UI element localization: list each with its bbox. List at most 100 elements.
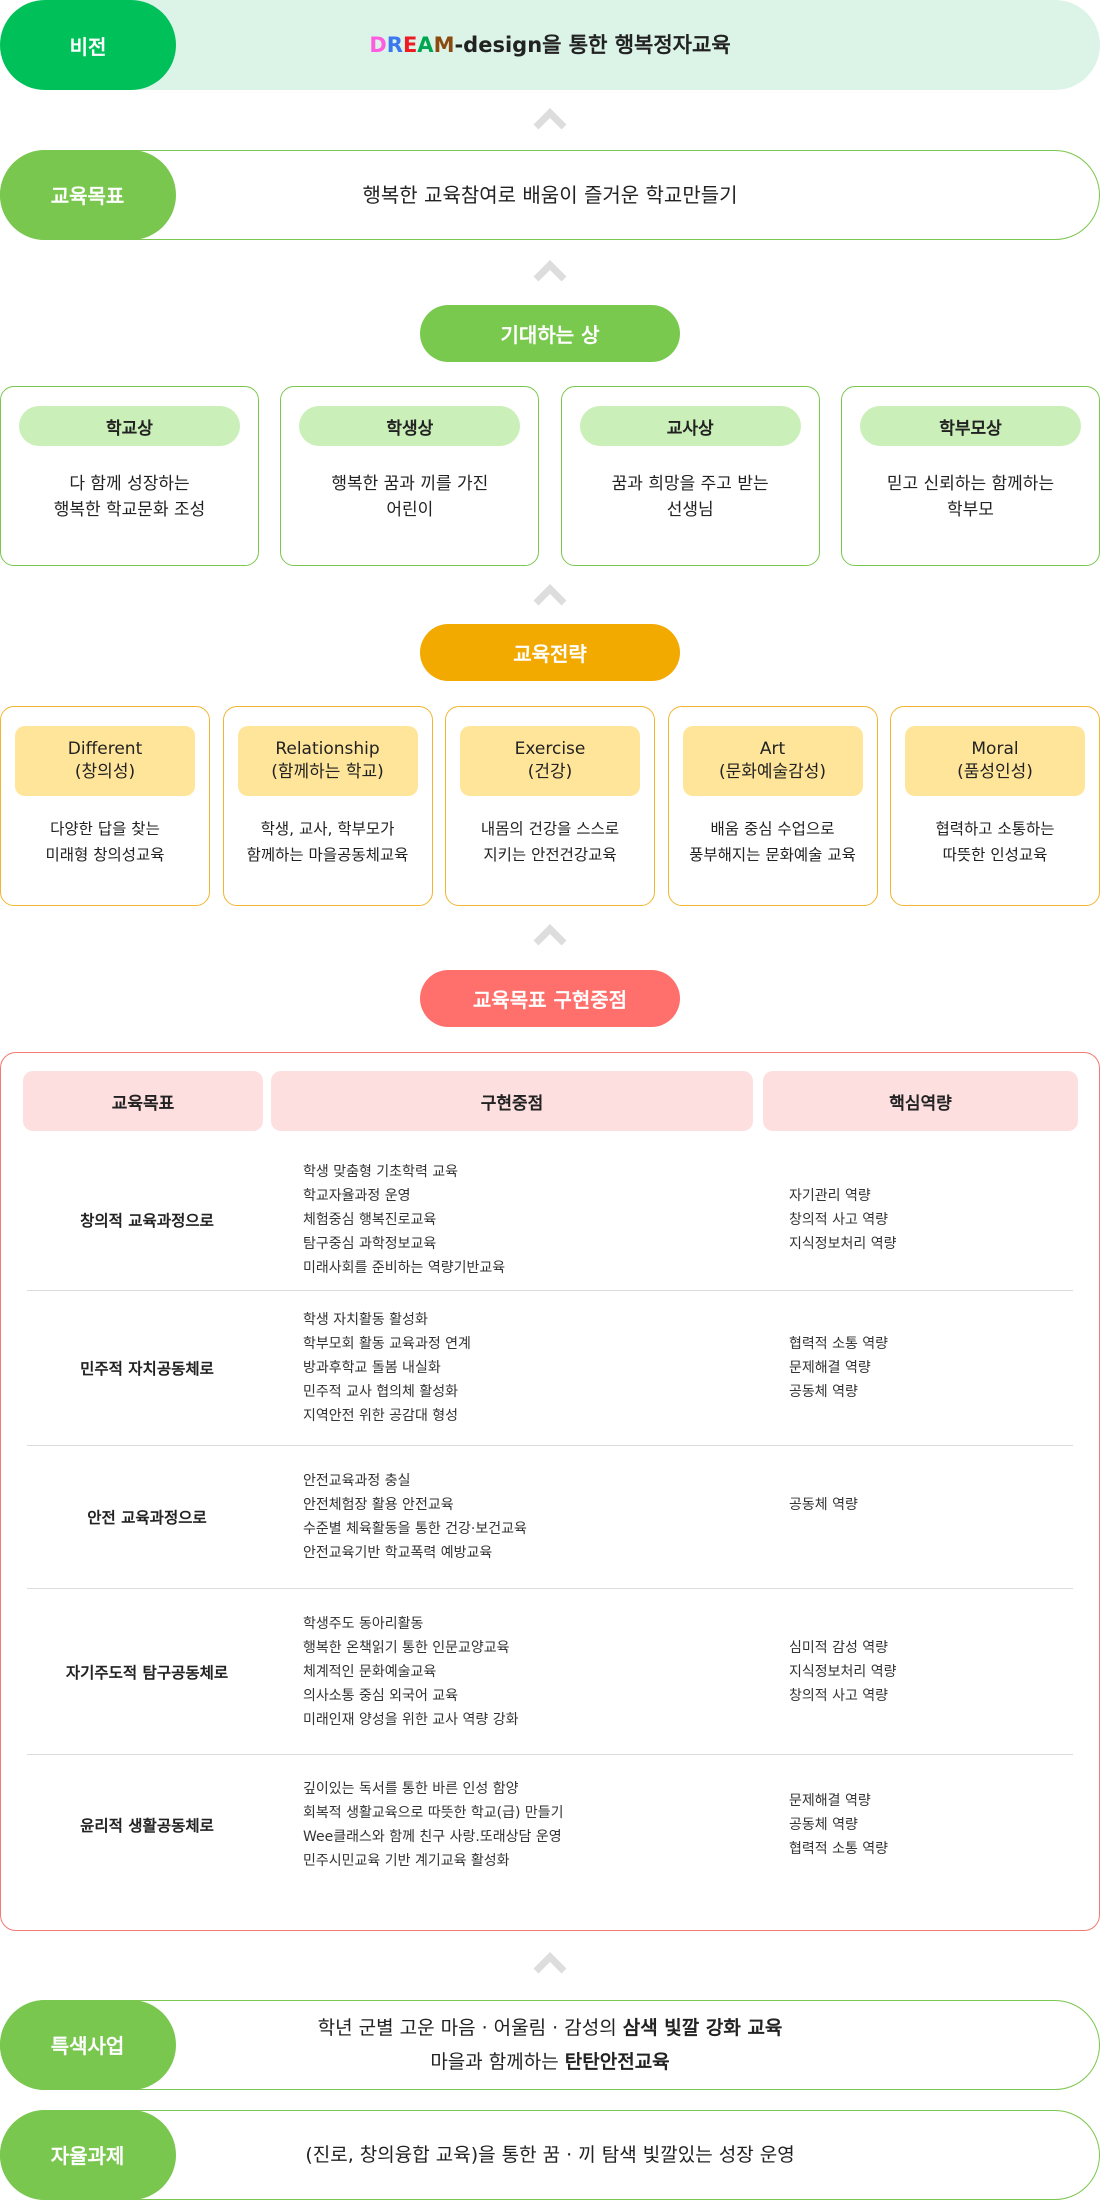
desc-line: 학부모: [947, 500, 994, 520]
strategy-desc: 학생, 교사, 학부모가 함께하는 마을공동체교육: [224, 816, 432, 868]
strategy-desc: 내몸의 건강을 스스로 지키는 안전건강교육: [446, 816, 654, 868]
desc-line: 선생님: [666, 500, 714, 520]
table-row: 자기주도적 탐구공동체로 학생주도 동아리활동 행복한 온책읽기 통한 인문교양…: [27, 1589, 1073, 1755]
focus-item: 행복한 온책읽기 통한 인문교양교육: [303, 1639, 510, 1656]
expected-card-desc: 꿈과 희망을 주고 받는 선생님: [562, 471, 819, 523]
focus-item: 학교자율과정 운영: [303, 1187, 411, 1204]
desc-line: 꿈과 희망을 주고 받는: [611, 474, 769, 494]
competency-item: 문제해결 역량: [789, 1360, 871, 1376]
vision-label: 비전: [0, 0, 176, 90]
strategy-cards: Different (창의성) 다양한 답을 찾는 미래형 창의성교육 Rela…: [0, 706, 1100, 906]
desc-line: 다 함께 성장하는: [69, 474, 190, 494]
focus-item: 학생 자치활동 활성화: [303, 1312, 428, 1328]
strategy-desc: 협력하고 소통하는 따뜻한 인성교육: [891, 816, 1099, 868]
row-competencies: 심미적 감성 역량 지식정보처리 역량 창의적 사고 역량: [789, 1589, 897, 1754]
row-goal: 창의적 교육과정으로: [80, 1211, 214, 1230]
education-goal-label: 교육목표: [0, 149, 176, 240]
focus-item: 미래사회를 준비하는 역량기반교육: [303, 1259, 506, 1276]
desc-line: 배움 중심 수업으로: [710, 820, 835, 838]
strategy-sub: (창의성): [74, 762, 136, 782]
competency-item: 지식정보처리 역량: [789, 1235, 897, 1252]
desc-line: 미래형 창의성교육: [45, 846, 165, 864]
strategy-sub: (품성인성): [957, 762, 1033, 782]
chevron-up-icon: [533, 924, 567, 946]
header-competency: 핵심역량: [763, 1071, 1078, 1131]
focus-item: 안전체험장 활용 안전교육: [303, 1497, 454, 1513]
header-focus: 구현중점: [271, 1071, 753, 1131]
strategy-card-moral: Moral (품성인성) 협력하고 소통하는 따뜻한 인성교육: [890, 706, 1100, 906]
competency-item: 협력적 소통 역량: [789, 1841, 889, 1857]
desc-line: 행복한 학교문화 조성: [53, 500, 206, 520]
strategy-desc: 배움 중심 수업으로 풍부해지는 문화예술 교육: [669, 816, 877, 868]
expected-card-desc: 다 함께 성장하는 행복한 학교문화 조성: [1, 471, 258, 523]
focus-item: 지역안전 위한 공감대 형성: [303, 1408, 459, 1424]
competency-item: 창의적 사고 역량: [789, 1211, 889, 1228]
competency-item: 공동체 역량: [789, 1384, 858, 1400]
row-focus: 학생 맞춤형 기초학력 교육 학교자율과정 운영 체험중심 행복진로교육 탐구중…: [303, 1149, 505, 1290]
focus-item: 민주시민교육 기반 계기교육 활성화: [303, 1853, 510, 1869]
row-competencies: 자기관리 역량 창의적 사고 역량 지식정보처리 역량: [789, 1149, 897, 1290]
expected-card-school: 학교상 다 함께 성장하는 행복한 학교문화 조성: [0, 386, 259, 566]
expected-image-title: 기대하는 상: [420, 305, 680, 362]
desc-line: 내몸의 건강을 스스로: [480, 820, 620, 838]
competency-item: 지식정보처리 역량: [789, 1663, 897, 1680]
chevron-up-icon: [533, 584, 567, 606]
expected-image-cards: 학교상 다 함께 성장하는 행복한 학교문화 조성 학생상 행복한 꿈과 끼를 …: [0, 386, 1100, 566]
desc-line: 풍부해지는 문화예술 교육: [689, 846, 856, 864]
special-line-2: 마을과 함께하는 탄탄안전교육: [430, 2045, 669, 2079]
focus-item: 수준별 체육활동을 통한 건강·보건교육: [303, 1521, 527, 1537]
expected-card-title: 교사상: [579, 406, 801, 446]
focus-item: 학생주도 동아리활동: [303, 1615, 424, 1632]
focus-item: 체험중심 행복진로교육: [303, 1211, 437, 1228]
focus-item: 방과후학교 돌봄 내실화: [303, 1360, 441, 1376]
special-line-1-bold: 삼색 빛깔 강화 교육: [622, 2017, 783, 2039]
expected-card-student: 학생상 행복한 꿈과 끼를 가진 어린이: [280, 386, 540, 566]
education-goal-text: 행복한 교육참여로 배움이 즐거운 학교만들기: [362, 183, 738, 207]
implementation-title: 교육목표 구현중점: [420, 970, 680, 1027]
special-line-1-plain: 학년 군별 고운 마음 · 어울림 · 감성의: [317, 2017, 623, 2039]
strategy-name: Relationship: [275, 739, 380, 759]
table-header: 교육목표 구현중점 핵심역량: [23, 1071, 1078, 1131]
focus-item: 학부모회 활동 교육과정 연계: [303, 1336, 471, 1352]
expected-card-title: 학부모상: [859, 406, 1081, 446]
strategy-card-chip: Art (문화예술감성): [682, 726, 863, 796]
vision-row: 비전 DREAM-design을 통한 행복정자교육: [0, 0, 1100, 90]
strategy-card-relationship: Relationship (함께하는 학교) 학생, 교사, 학부모가 함께하는…: [222, 706, 433, 906]
competency-item: 공동체 역량: [789, 1817, 858, 1833]
strategy-name: Art: [759, 739, 786, 759]
desc-line: 따뜻한 인성교육: [942, 846, 1048, 864]
focus-item: 회복적 생활교육으로 따뜻한 학교(급) 만들기: [303, 1805, 564, 1821]
special-line-2-bold: 탄탄안전교육: [564, 2051, 670, 2073]
desc-line: 함께하는 마을공동체교육: [246, 846, 409, 864]
dream-letter-m: M: [433, 33, 455, 57]
competency-item: 문제해결 역량: [789, 1793, 871, 1809]
header-goal: 교육목표: [23, 1071, 263, 1131]
table-row: 안전 교육과정으로 안전교육과정 충실 안전체험장 활용 안전교육 수준별 체육…: [27, 1446, 1073, 1589]
autonomous-task-text: (진로, 창의융합 교육)을 통한 꿈 · 끼 탐색 빛깔있는 성장 운영: [305, 2144, 795, 2166]
row-goal: 안전 교육과정으로: [87, 1509, 207, 1527]
desc-line: 다양한 답을 찾는: [50, 820, 160, 838]
special-project-text: 학년 군별 고운 마음 · 어울림 · 감성의 삼색 빛깔 강화 교육 마을과 …: [177, 2001, 1099, 2089]
focus-item: 미래인재 양성을 위한 교사 역량 강화: [303, 1711, 519, 1728]
chevron-up-icon: [533, 1952, 567, 1974]
special-line-2-plain: 마을과 함께하는: [430, 2051, 565, 2073]
focus-item: 의사소통 중심 외국어 교육: [303, 1687, 459, 1704]
strategy-name: Different: [67, 739, 143, 759]
vision-text: DREAM-design을 통한 행복정자교육: [176, 0, 1100, 90]
desc-line: 어린이: [386, 500, 434, 520]
table-row: 윤리적 생활공동체로 깊이있는 독서를 통한 바른 인성 함양 회복적 생활교육…: [27, 1755, 1073, 1895]
chevron-up-icon: [533, 260, 567, 282]
expected-card-desc: 믿고 신뢰하는 함께하는 학부모: [842, 471, 1099, 523]
expected-card-desc: 행복한 꿈과 끼를 가진 어린이: [281, 471, 538, 523]
row-focus: 학생주도 동아리활동 행복한 온책읽기 통한 인문교양교육 체계적인 문화예술교…: [303, 1589, 518, 1754]
desc-line: 행복한 꿈과 끼를 가진: [331, 474, 489, 494]
dream-letter-d: D: [369, 33, 387, 57]
focus-item: 체계적인 문화예술교육: [303, 1663, 437, 1680]
focus-item: 탐구중심 과학정보교육: [303, 1235, 437, 1252]
strategy-title: 교육전략: [420, 624, 680, 681]
strategy-desc: 다양한 답을 찾는 미래형 창의성교육: [1, 816, 209, 868]
focus-item: 안전교육과정 충실: [303, 1473, 411, 1489]
focus-item: 안전교육기반 학교폭력 예방교육: [303, 1545, 493, 1561]
vision-text-rest: -design을 통한 행복정자교육: [454, 33, 731, 57]
expected-card-teacher: 교사상 꿈과 희망을 주고 받는 선생님: [560, 386, 820, 566]
